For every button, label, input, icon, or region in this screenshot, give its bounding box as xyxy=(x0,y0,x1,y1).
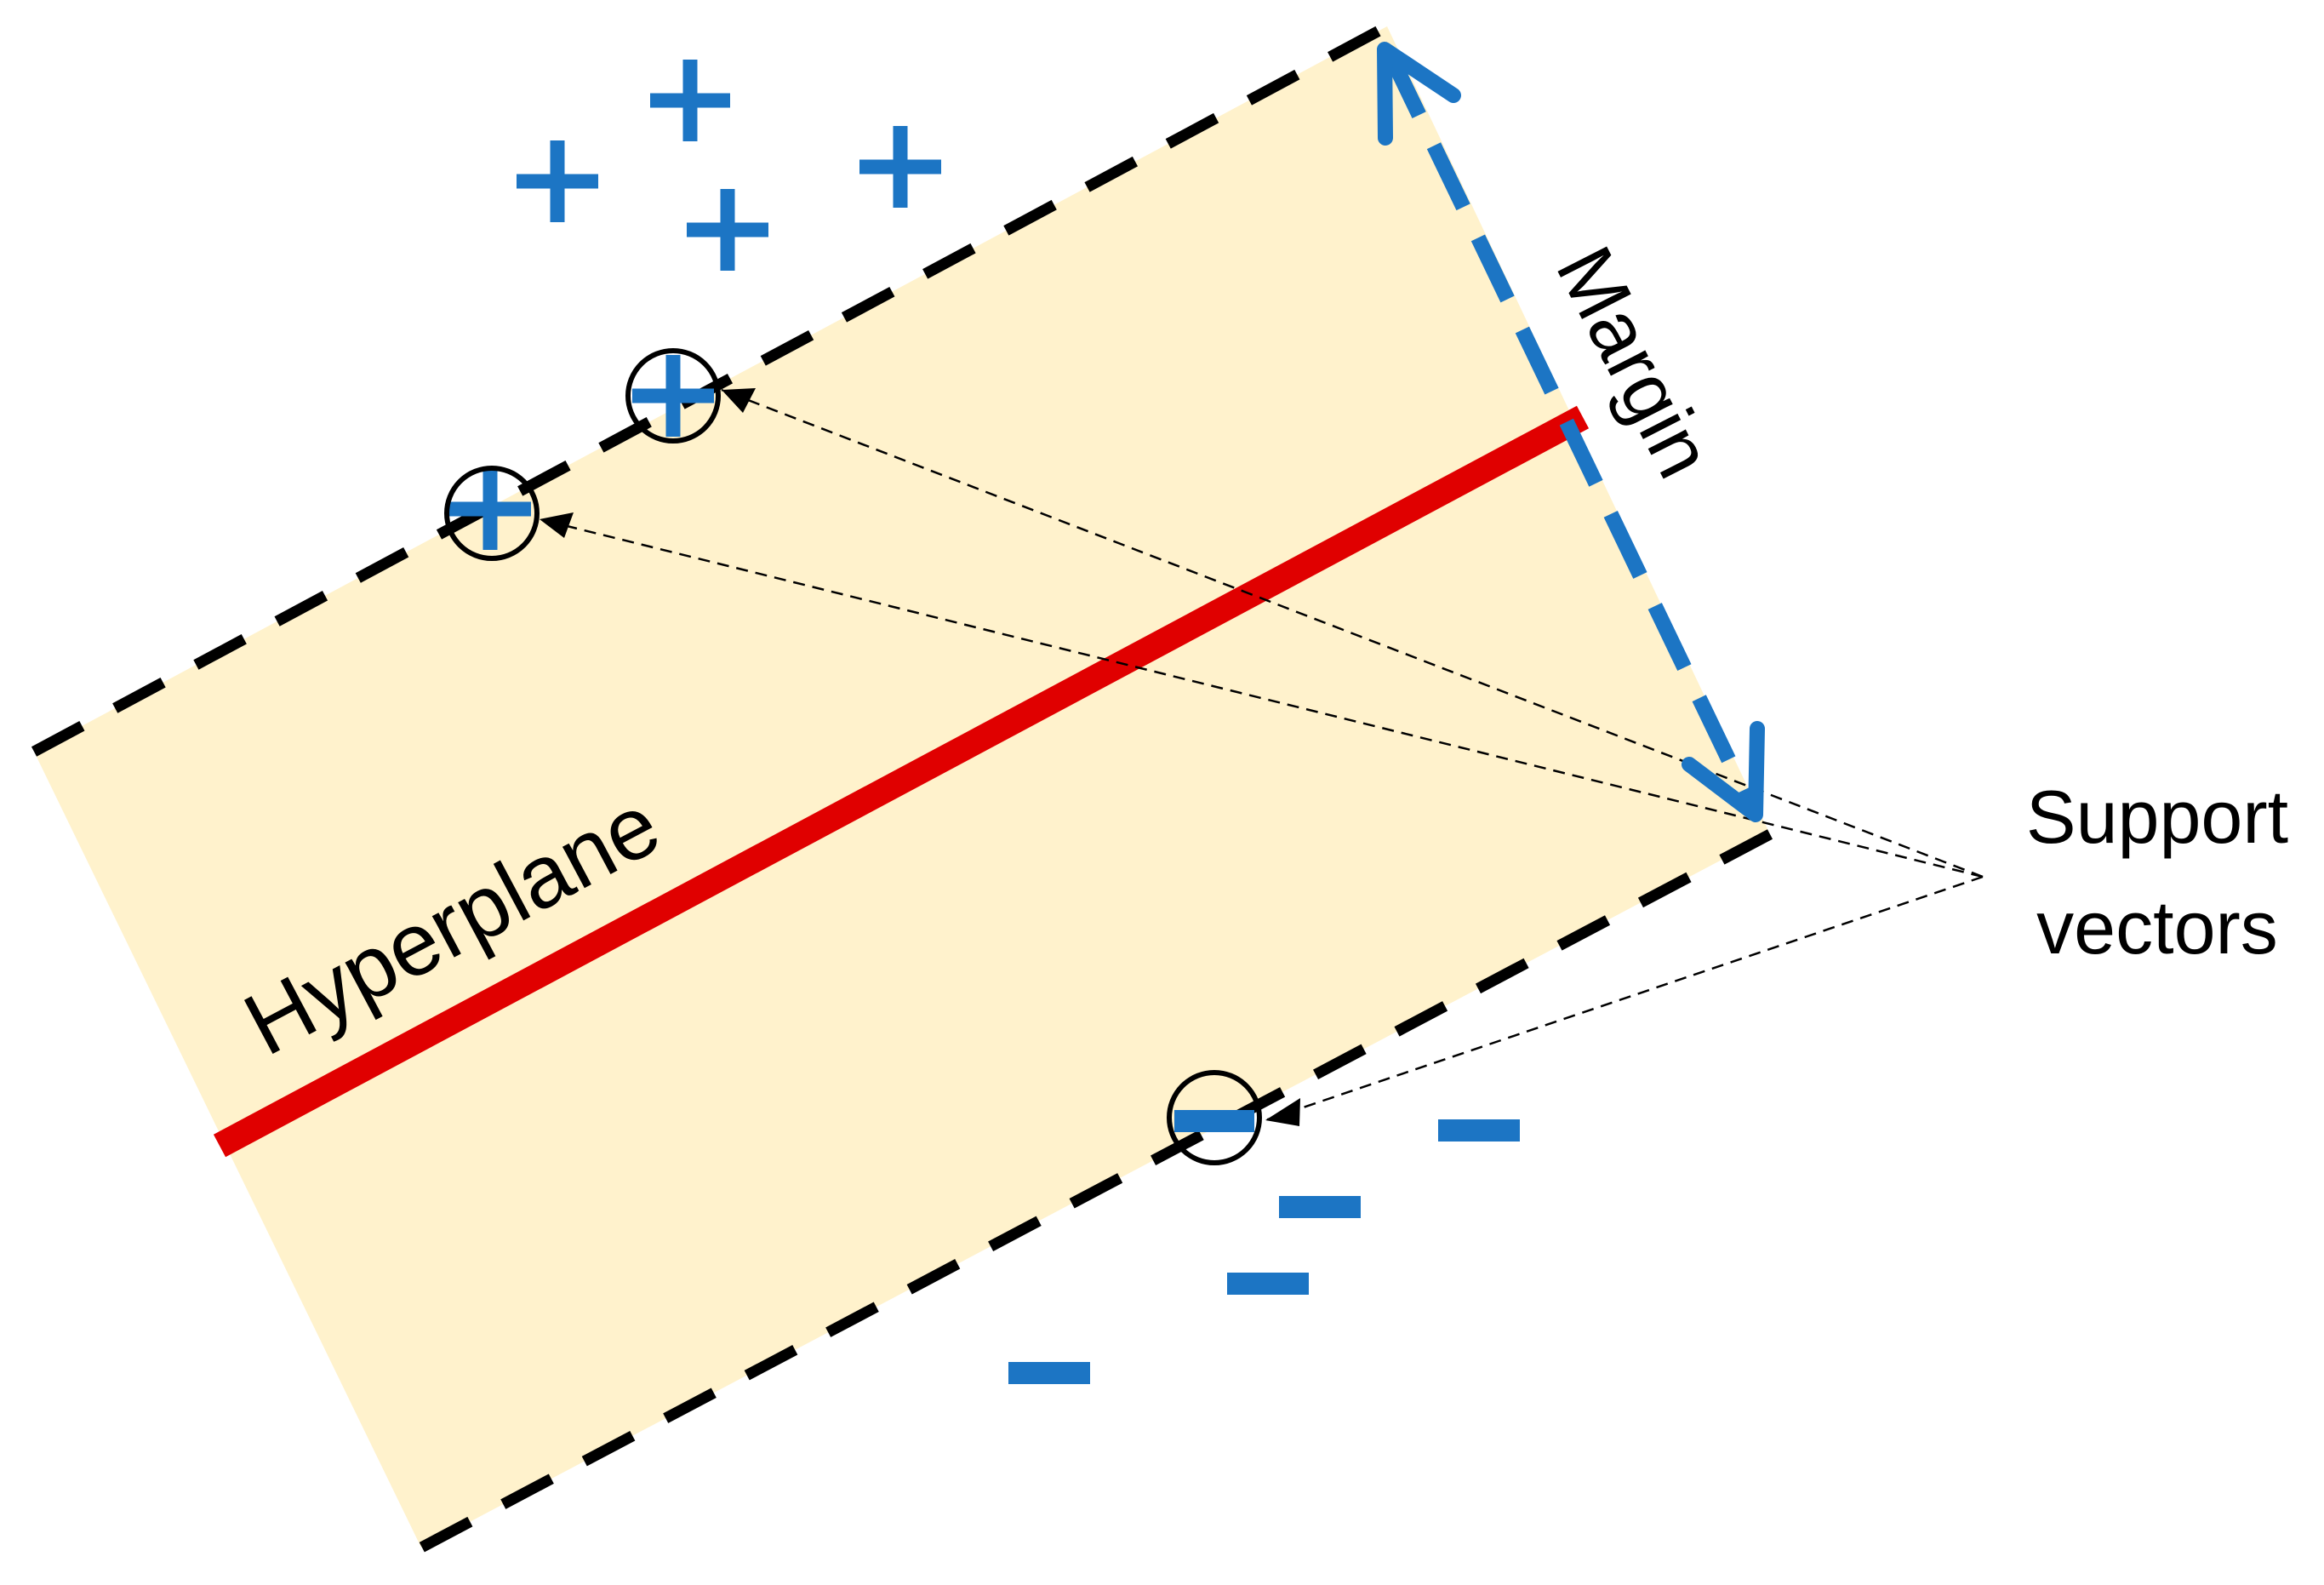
support-vectors-label-line2: vectors xyxy=(2036,885,2278,970)
positive-points xyxy=(449,60,941,550)
support-vector-pointers xyxy=(539,388,1984,1122)
pointer-arrowhead-1 xyxy=(722,388,756,413)
positive-point xyxy=(859,126,941,208)
support-vector-circles xyxy=(444,348,1262,1165)
pointer-arrowhead-2 xyxy=(540,512,574,538)
pointer-arrowhead-3 xyxy=(1265,1098,1300,1126)
support-vector-circle xyxy=(1167,1070,1262,1165)
margin-arrow-head-bottom xyxy=(1682,721,1765,822)
negative-points xyxy=(1008,1110,1520,1384)
margin-arrow-shaft xyxy=(1382,50,1761,814)
support-vector-circle xyxy=(444,466,540,561)
positive-point xyxy=(650,60,730,141)
pointer-to-sv-3 xyxy=(1265,875,1984,1122)
margin-arrow-head-top xyxy=(1377,42,1461,146)
lower-margin-boundary xyxy=(418,829,1773,1553)
hyperplane-line xyxy=(213,405,1590,1158)
pointer-to-sv-1 xyxy=(721,388,1984,878)
support-vector-circle xyxy=(625,348,721,443)
positive-point xyxy=(517,140,598,222)
support-vectors-label-line1: Support xyxy=(2026,775,2288,859)
pointer-to-sv-2 xyxy=(539,518,1984,878)
positive-point-support-vector xyxy=(449,468,531,550)
positive-point xyxy=(687,189,768,271)
positive-point-support-vector xyxy=(632,355,714,437)
